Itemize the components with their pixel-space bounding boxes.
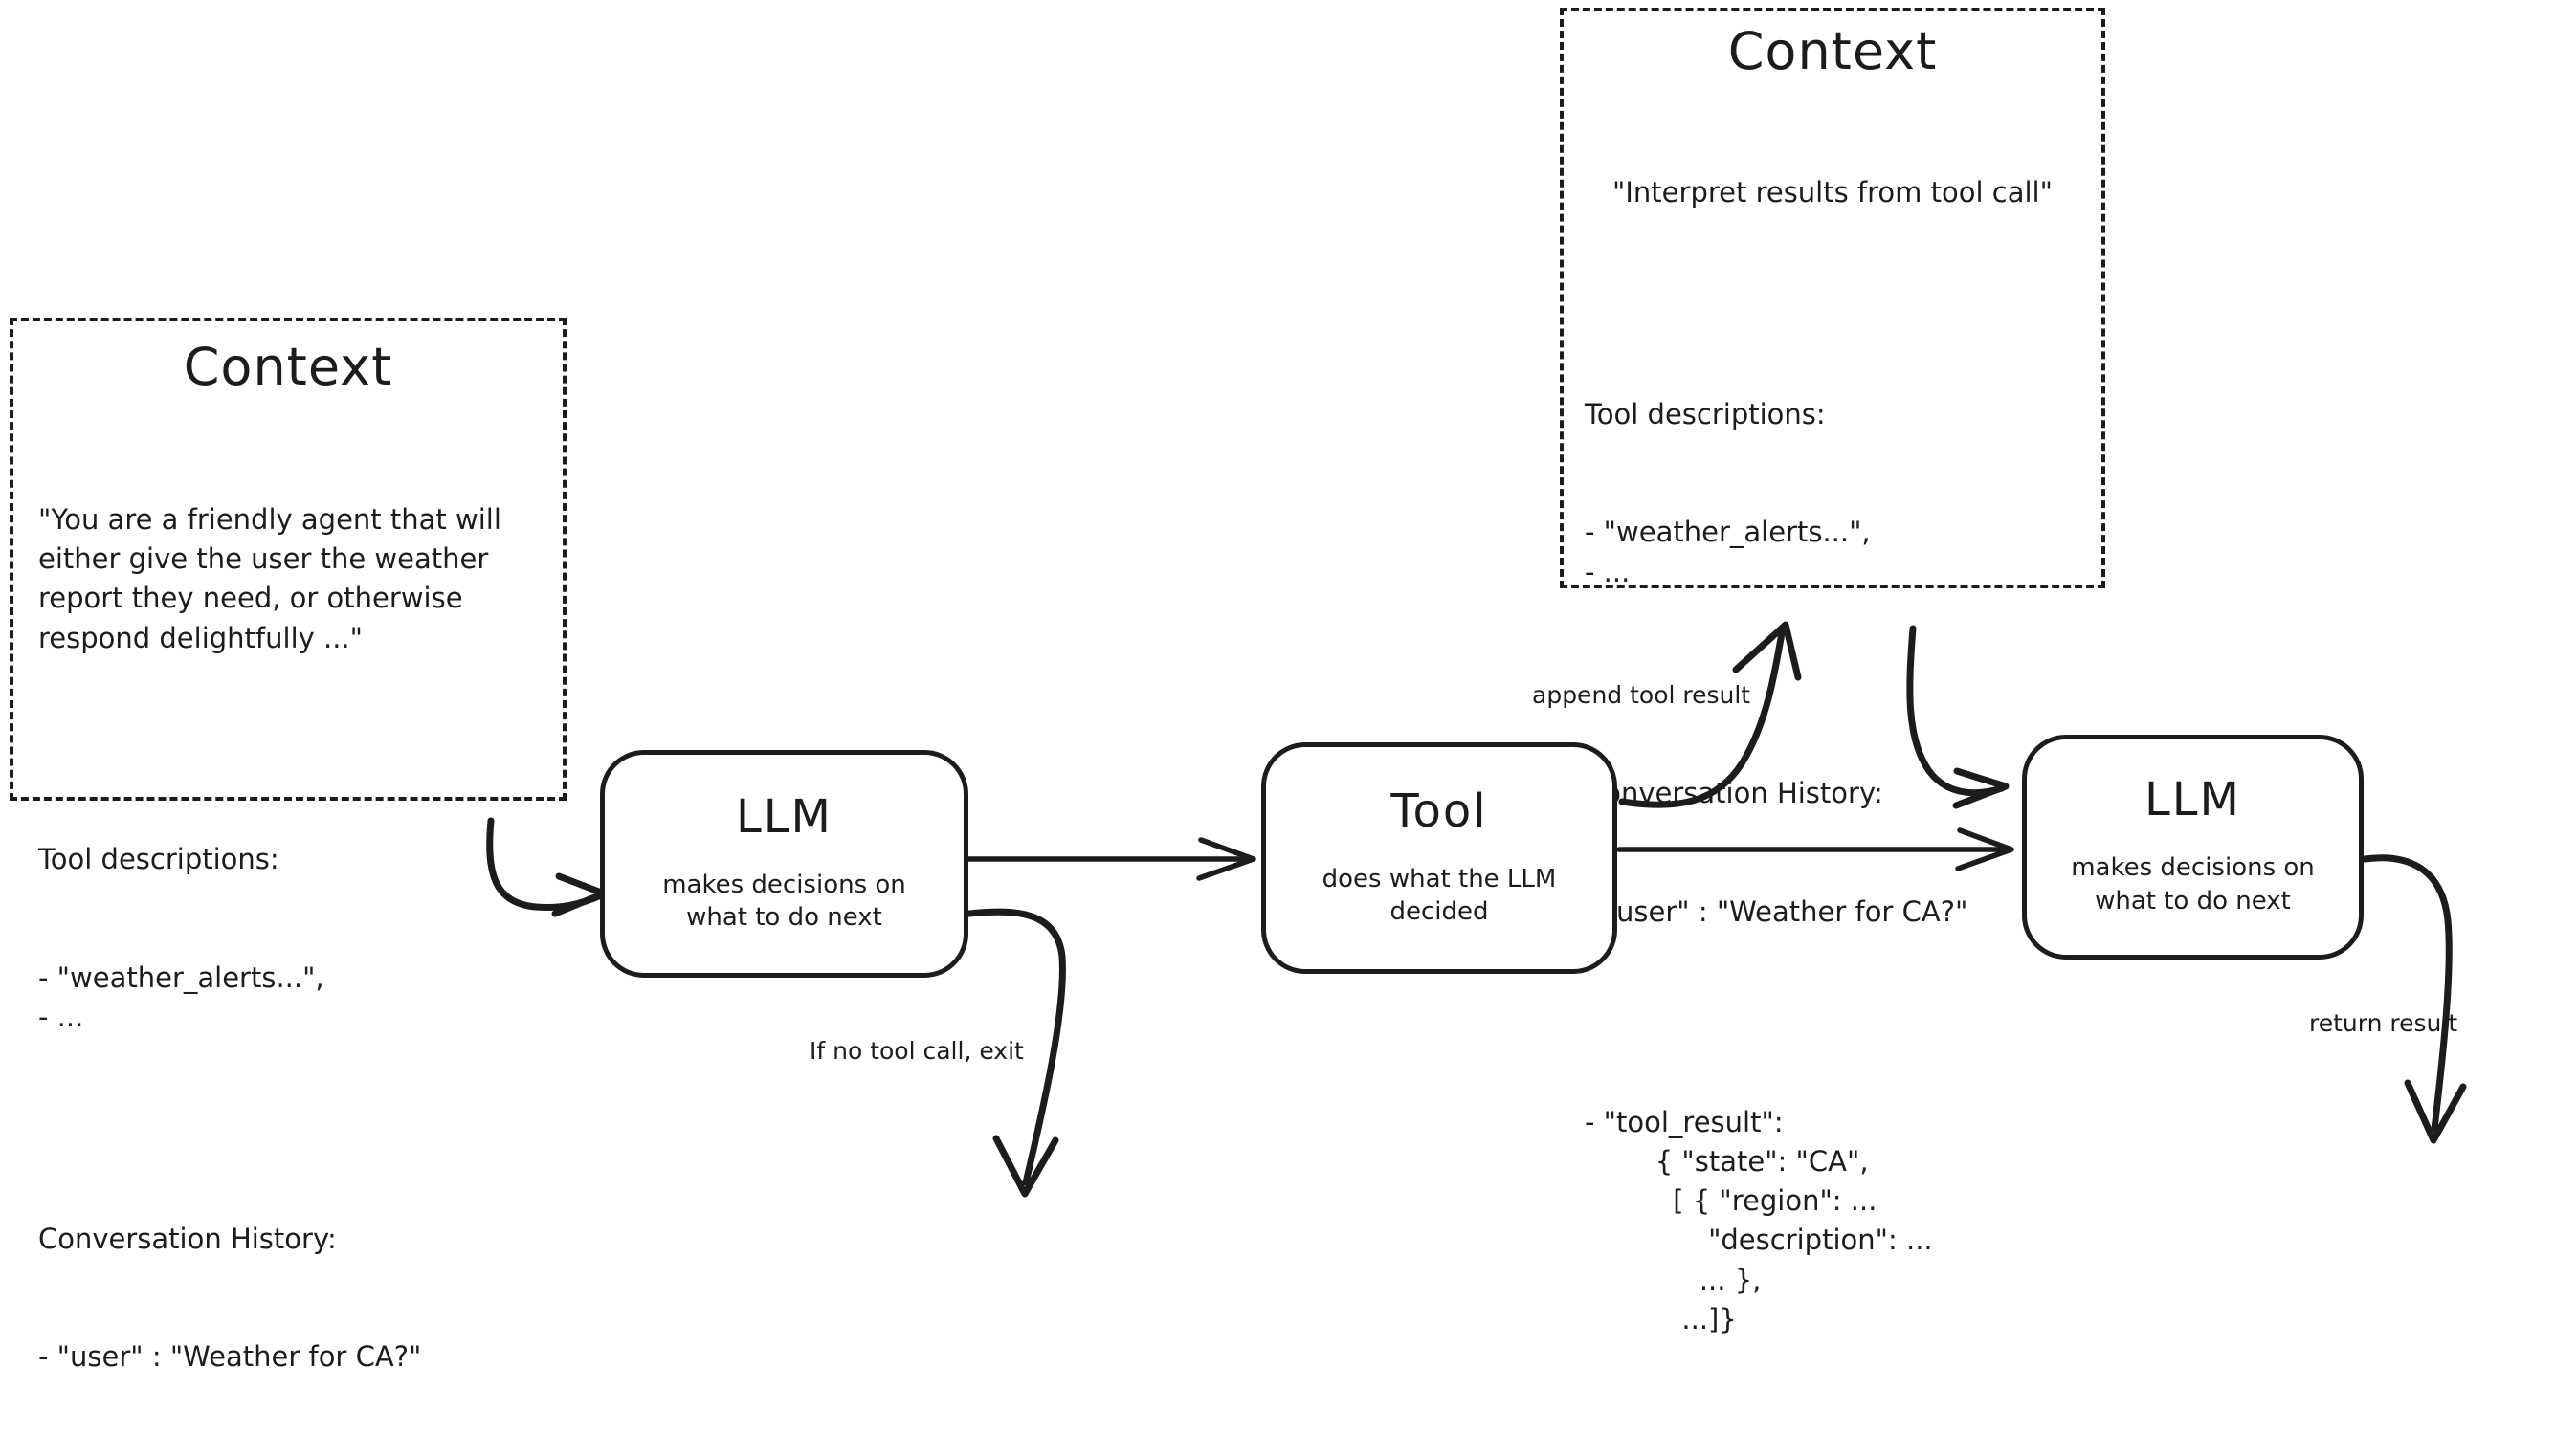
edge-label-append-tool-result: append tool result — [1532, 681, 1751, 709]
context-left-conversation-heading: Conversation History: — [38, 1222, 337, 1255]
node-llm-second[interactable]: LLM makes decisions on what to do next — [2022, 735, 2364, 960]
arrow-llm1-to-tool — [964, 837, 1256, 881]
node-tool-subtitle: does what the LLM decided — [1322, 864, 1557, 926]
edge-label-exit: If no tool call, exit — [810, 1037, 1024, 1065]
context-right-conversation-heading: Conversation History: — [1585, 777, 1883, 810]
node-llm-first-subtitle: makes decisions on what to do next — [662, 870, 906, 932]
context-right-system-prompt: "Interpret results from tool call" — [1612, 176, 2053, 210]
context-left-conversation-items: - "user" : "Weather for CA?" — [38, 1340, 422, 1374]
node-llm-second-subtitle: makes decisions on what to do next — [2071, 853, 2315, 916]
context-left-system-prompt: "You are a friendly agent that will eith… — [38, 503, 501, 654]
context-box-left: Context "You are a friendly agent that w… — [10, 318, 567, 1373]
node-llm-first-title: LLM — [736, 789, 833, 844]
context-right-tools-heading: Tool descriptions: — [1585, 397, 1826, 430]
node-llm-first[interactable]: LLM makes decisions on what to do next — [600, 750, 968, 978]
arrow-llm2-return — [2361, 854, 2467, 1144]
context-right-tool-result: - "tool_result": { "state": "CA", [ { "r… — [1585, 1105, 1933, 1335]
context-right-conversation-user: - "user" : "Weather for CA?" — [1585, 894, 1968, 928]
edge-label-return-result: return result — [2309, 1009, 2458, 1037]
node-llm-second-title: LLM — [2144, 773, 2241, 827]
context-left-tools-items: - "weather_alerts...", - ... — [38, 960, 324, 1034]
diagram-canvas: Context "You are a friendly agent that w… — [10, 8, 2467, 1374]
context-left-title: Context — [183, 337, 393, 397]
context-right-title: Context — [1727, 21, 1938, 81]
context-box-right: Context "Interpret results from tool cal… — [1560, 8, 2105, 1335]
node-tool[interactable]: Tool does what the LLM decided — [1261, 742, 1617, 974]
context-left-tools-heading: Tool descriptions: — [38, 843, 279, 876]
context-right-tools-items: - "weather_alerts...", - ... — [1585, 516, 1871, 588]
node-tool-title: Tool — [1390, 783, 1488, 838]
